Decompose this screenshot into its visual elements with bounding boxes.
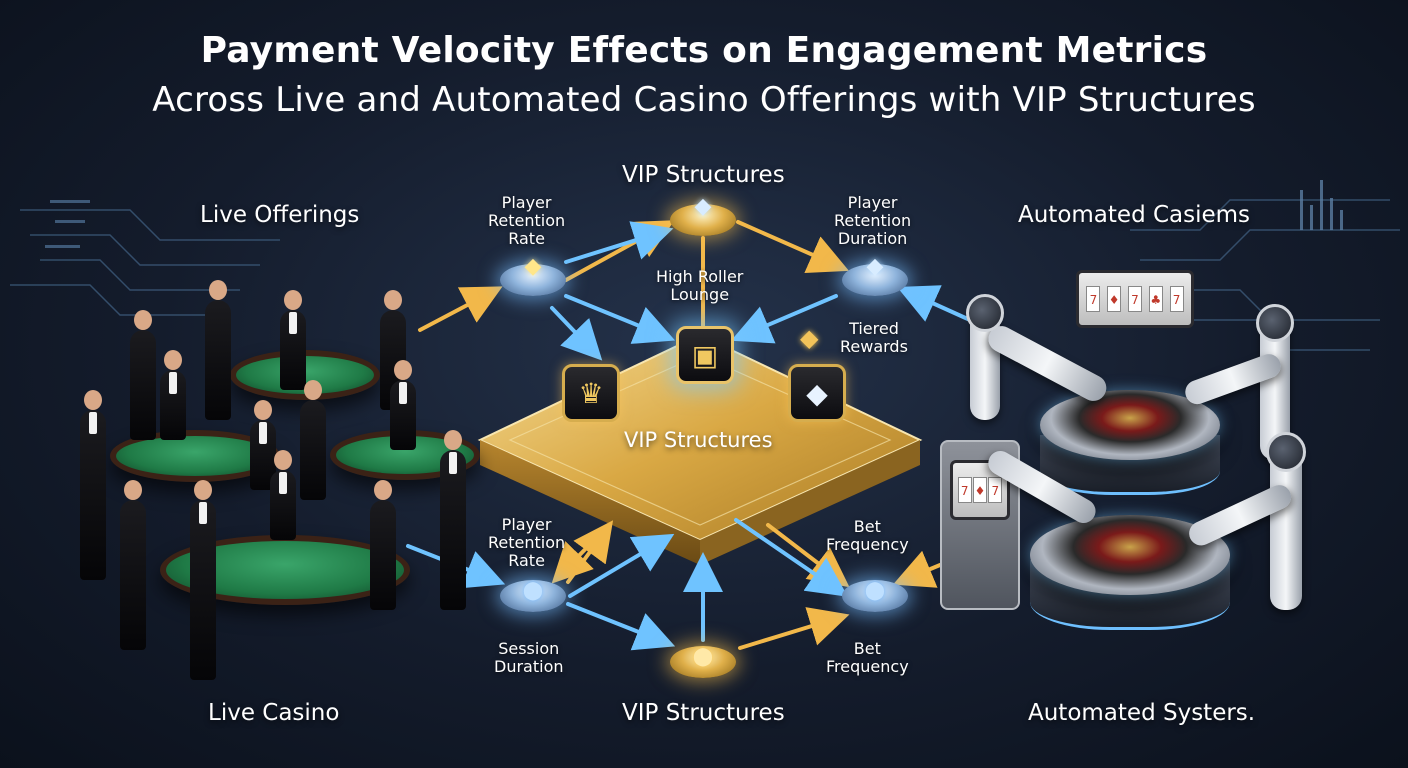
tiered-rewards-diamond-icon: ◆: [800, 324, 819, 352]
node-label-retention-rate-top: Player Retention Rate: [488, 193, 566, 248]
casino-chip-icon: ⬤: [864, 580, 886, 601]
node-label-high-roller: High Roller Lounge: [656, 267, 744, 304]
node-label-bet-frequency-top: Bet Frequency: [826, 517, 909, 554]
automated-casino-scene: 7♦7♣7 7♦7: [930, 240, 1370, 680]
diamond-tile: ◆: [788, 364, 846, 422]
person: [390, 360, 416, 450]
robot-joint: [1266, 432, 1306, 472]
node-label-tiered-rewards: Tiered Rewards: [840, 319, 908, 356]
node-retention-rate-top: ◆: [500, 256, 566, 296]
robot-joint: [1256, 304, 1294, 342]
node-label-session-duration: Session Duration: [494, 639, 564, 676]
diamond-icon: ◆: [524, 254, 542, 279]
node-label-retention-rate-bottom: Player Retention Rate: [488, 515, 566, 570]
lounge-chair-icon: ▣: [691, 338, 719, 372]
node-vip-bottom: ⬤: [670, 646, 736, 678]
person: [80, 390, 106, 580]
robot-joint: [966, 294, 1004, 332]
node-bet-frequency: ⬤: [842, 580, 908, 612]
person: [280, 290, 306, 390]
node-retention-rate-bottom: ⬤: [500, 580, 566, 612]
person: [190, 480, 216, 680]
section-live-offerings: Live Offerings: [200, 202, 360, 228]
person: [370, 480, 396, 610]
diamond-icon: ◆: [866, 254, 884, 279]
diagram-title-line1: Payment Velocity Effects on Engagement M…: [200, 30, 1208, 71]
section-automated-top: Automated Casiems: [1018, 202, 1251, 228]
person: [160, 350, 186, 440]
diamond-icon: ◆: [806, 376, 828, 410]
person: [300, 380, 326, 500]
robotic-arm-left-forearm: [983, 321, 1111, 406]
person: [120, 480, 146, 650]
person: [205, 280, 231, 420]
lounge-tile: ▣: [676, 326, 734, 384]
live-casino-scene: [60, 270, 480, 690]
diagram-title-line2: Across Live and Automated Casino Offerin…: [152, 80, 1256, 120]
slot-machine-screen: 7♦7♣7: [1076, 270, 1194, 328]
node-label-vip-top: VIP Structures: [622, 162, 785, 188]
node-label-bet-frequency-bottom: Bet Frequency: [826, 639, 909, 676]
gold-arrows: [418, 220, 942, 650]
casino-chip-icon: ⬤: [522, 580, 544, 601]
circuit-lines-left: [10, 200, 280, 316]
section-live-casino: Live Casino: [208, 700, 340, 726]
node-vip-top: ◆: [670, 196, 736, 236]
section-vip-bottom: VIP Structures: [622, 700, 785, 726]
section-automated-bottom: Automated Systers.: [1028, 700, 1256, 726]
person: [440, 430, 466, 610]
blue-arrows: [406, 221, 972, 651]
crown-icon: ♛: [578, 376, 604, 410]
person: [270, 450, 296, 540]
node-label-retention-duration: Player Retention Duration: [834, 193, 912, 248]
crown-tile: ♛: [562, 364, 620, 422]
node-retention-duration: ◆: [842, 256, 908, 296]
person: [130, 310, 156, 440]
node-label-vip-center: VIP Structures: [624, 428, 773, 452]
casino-chip-icon: ⬤: [692, 646, 714, 667]
diamond-icon: ◆: [694, 194, 712, 219]
